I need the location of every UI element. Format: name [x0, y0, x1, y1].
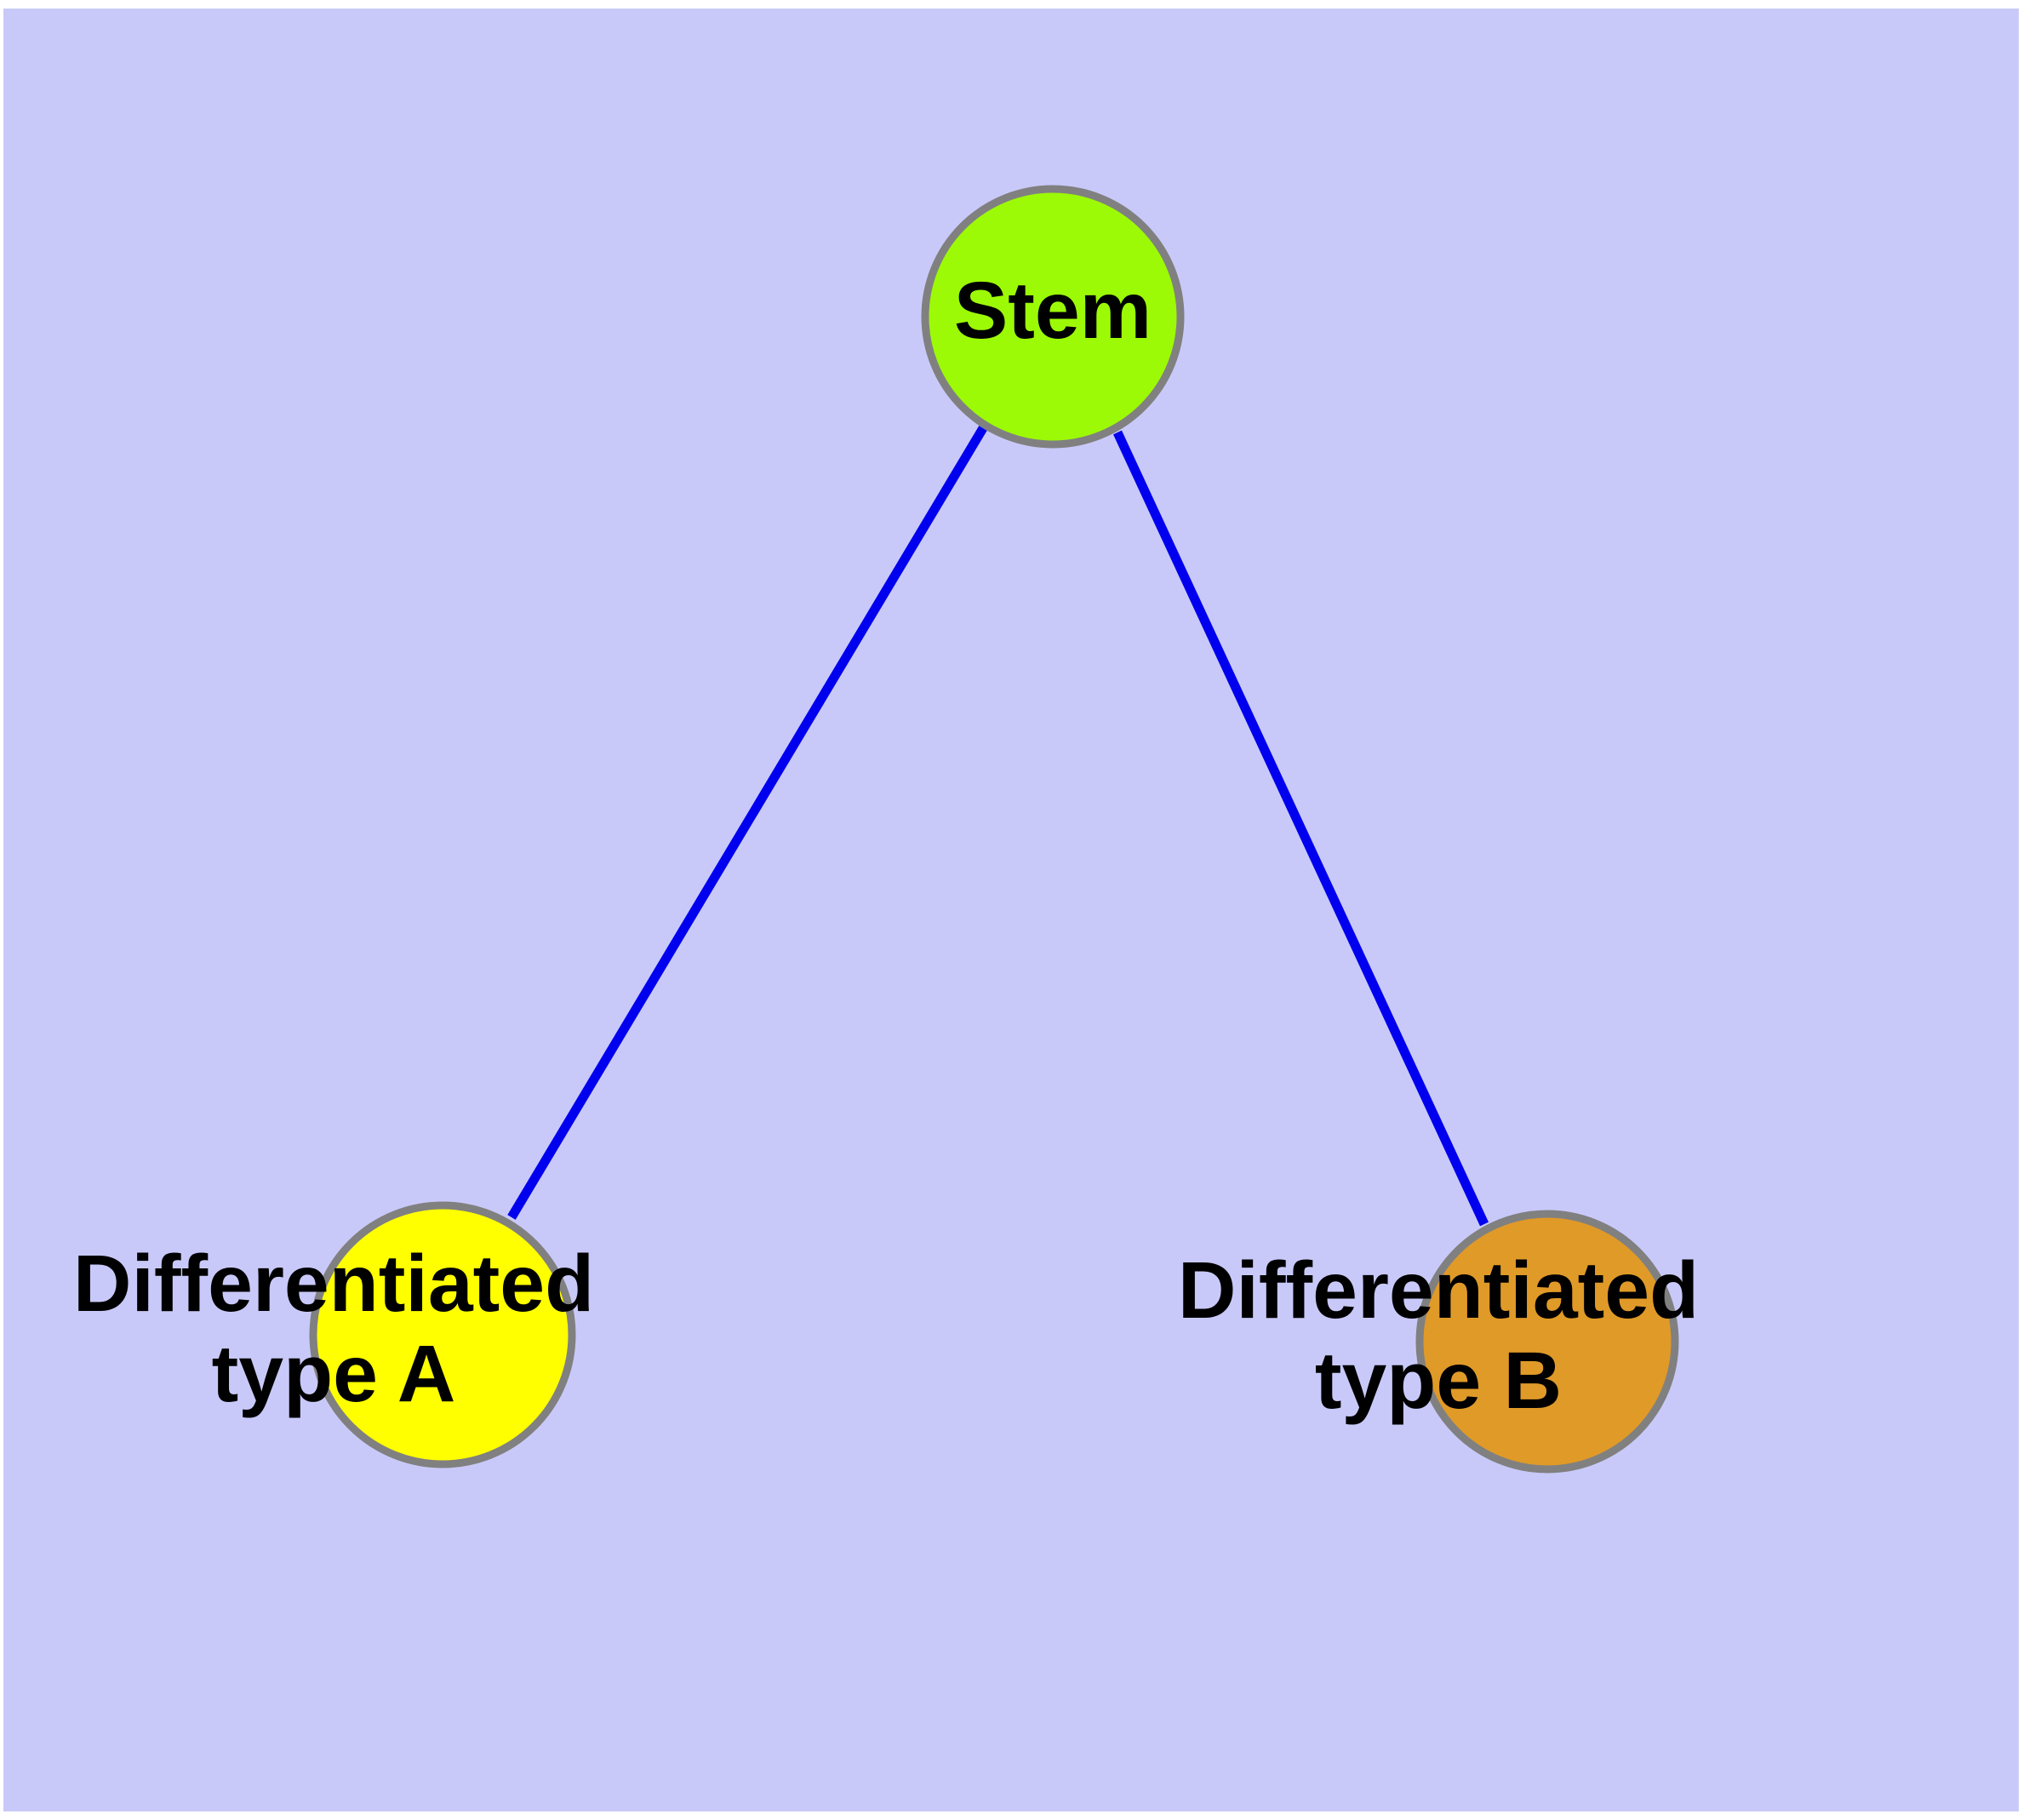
- nodes-group: [309, 185, 1679, 1474]
- edge-stem-to-diff_a[interactable]: [507, 426, 987, 1220]
- node-label-line: type B: [1315, 1336, 1562, 1426]
- node-stem[interactable]: [921, 185, 1185, 449]
- node-diff_a[interactable]: [309, 1201, 576, 1468]
- node-label-line: Stem: [954, 266, 1152, 356]
- node-label-line: type A: [212, 1329, 456, 1419]
- node-label-stem: Stem: [954, 266, 1152, 356]
- node-label-line: Differentiated: [1178, 1245, 1699, 1336]
- edges-group: [507, 426, 1489, 1227]
- edge-stem-to-diff_b[interactable]: [1113, 430, 1489, 1227]
- node-label-line: Differentiated: [73, 1239, 594, 1329]
- node-diff_b[interactable]: [1415, 1210, 1679, 1474]
